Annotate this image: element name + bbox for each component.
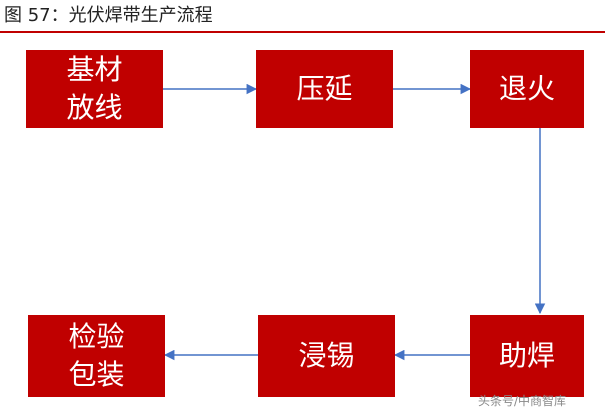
step-box-fangxian: 基材 放线 <box>26 50 163 128</box>
step-label: 压延 <box>296 70 352 108</box>
step-label: 检验 包装 <box>68 318 124 394</box>
step-box-jinxi: 浸锡 <box>258 315 395 397</box>
step-label-line: 退火 <box>498 72 555 105</box>
step-label-line: 检验 <box>68 320 125 353</box>
figure-title: 图 57：光伏焊带生产流程 <box>4 5 213 26</box>
watermark: 头条号/中商智库 <box>478 394 567 408</box>
step-box-zhuhan: 助焊 <box>470 315 584 397</box>
step-label-line: 助焊 <box>498 339 555 372</box>
step-label: 基材 放线 <box>66 51 122 127</box>
step-label: 退火 <box>499 70 555 108</box>
step-box-yayan: 压延 <box>256 50 393 128</box>
step-box-tuihuo: 退火 <box>470 50 584 128</box>
step-label-line: 浸锡 <box>298 339 355 372</box>
step-box-jianyan: 检验 包装 <box>28 315 165 397</box>
step-label-line: 包装 <box>68 358 125 391</box>
title-rule <box>0 31 605 33</box>
step-label-line: 放线 <box>66 91 123 124</box>
step-label: 助焊 <box>499 337 555 375</box>
step-label: 浸锡 <box>298 337 354 375</box>
step-label-line: 基材 <box>66 53 123 86</box>
step-label-line: 压延 <box>296 72 353 105</box>
